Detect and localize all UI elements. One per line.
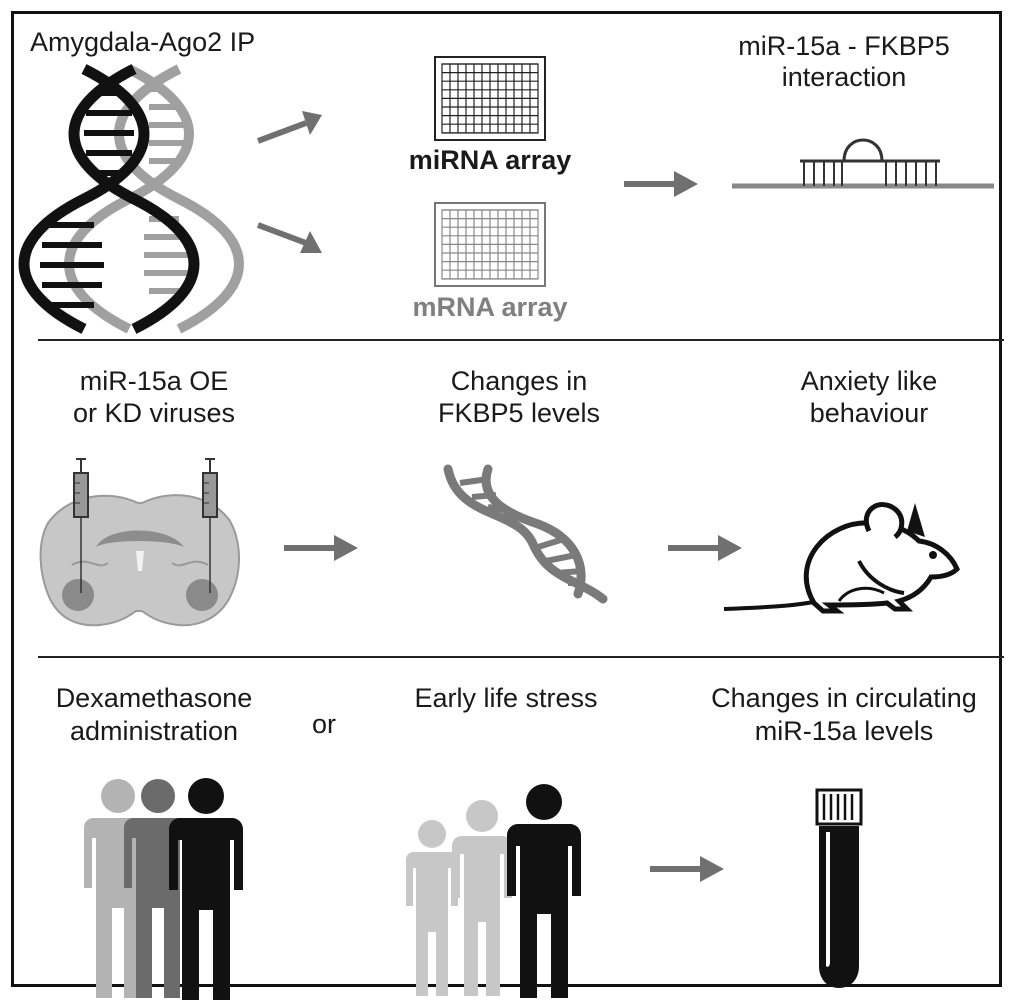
fkbp5-title-line1: Changes in — [450, 366, 588, 396]
mirna-mrna-binding-icon — [732, 138, 994, 189]
mrna-array-label: mRNA array — [412, 292, 568, 322]
anxiety-title-line2: behaviour — [809, 398, 929, 428]
els-title: Early life stress — [414, 683, 598, 713]
arrow-right-icon — [284, 535, 358, 561]
dna-double-helix-icon — [18, 64, 244, 334]
microarray-grid-icon — [434, 56, 546, 141]
dna-helix-icon — [443, 464, 608, 604]
panel-virus-injection: miR-15a OE or KD viruses — [14, 341, 999, 656]
arrow-to-mrna-icon — [256, 222, 322, 253]
panel-stress: Dexamethasone administration or Early li… — [14, 658, 999, 1000]
divider-top — [38, 339, 1004, 341]
ago2-ip-title: Amygdala-Ago2 IP — [30, 27, 256, 57]
or-label: or — [311, 709, 336, 739]
black-helix — [18, 64, 200, 334]
circ-title-line1: Changes in circulating — [711, 683, 977, 713]
people-group-icon — [84, 778, 243, 1000]
mouse-icon — [723, 502, 960, 614]
anxiety-title-line1: Anxiety like — [800, 366, 938, 396]
arrow-right-icon — [624, 171, 698, 197]
divider-bottom — [38, 656, 1004, 658]
people-group-icon — [406, 784, 581, 998]
interaction-title-line2: interaction — [781, 62, 907, 92]
blood-tube-icon — [815, 788, 863, 988]
panel-ago2-ip: Amygdala-Ago2 IP — [14, 14, 999, 344]
fkbp5-title-line2: FKBP5 levels — [437, 398, 601, 428]
microarray-grid-icon — [434, 202, 546, 287]
dex-title-line1: Dexamethasone — [55, 683, 253, 713]
arrow-right-icon — [668, 535, 742, 561]
dex-title-line2: administration — [69, 716, 239, 746]
viruses-title-line2: or KD viruses — [72, 398, 236, 428]
arrow-to-mirna-icon — [256, 111, 322, 144]
brain-section-injection-icon — [39, 458, 240, 627]
figure-frame: Amygdala-Ago2 IP — [11, 11, 1004, 1000]
circ-title-line2: miR-15a levels — [754, 716, 934, 746]
interaction-title-line1: miR-15a - FKBP5 — [738, 31, 950, 61]
arrow-right-icon — [650, 856, 724, 882]
mirna-array-label: miRNA array — [408, 145, 572, 175]
viruses-title-line1: miR-15a OE — [79, 366, 229, 396]
